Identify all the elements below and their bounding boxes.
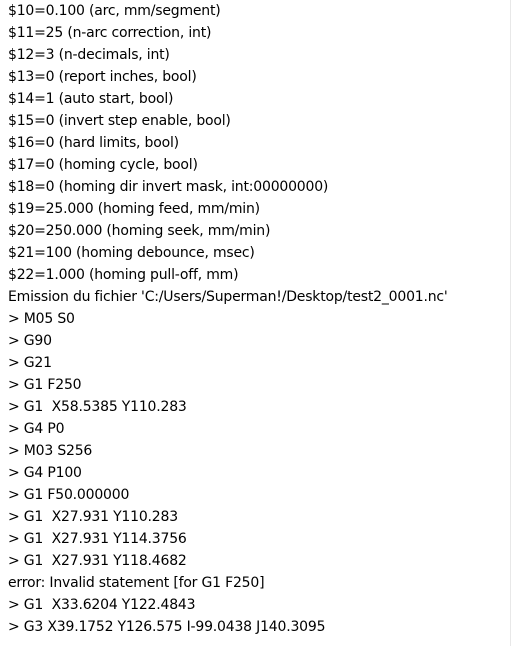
console-line: > G3 X39.1752 Y126.575 I-99.0438 J140.30…: [8, 619, 326, 635]
console-line: > G1 F50.000000: [8, 487, 130, 503]
console-line: $11=25 (n-arc correction, int): [8, 25, 212, 41]
console-line: > G1 X58.5385 Y110.283: [8, 399, 187, 415]
console-line: $22=1.000 (homing pull-off, mm): [8, 267, 239, 283]
console-line: $10=0.100 (arc, mm/segment): [8, 3, 221, 19]
console-line: > M03 S256: [8, 443, 93, 459]
console-line: > G4 P0: [8, 421, 65, 437]
console-line: $13=0 (report inches, bool): [8, 69, 197, 85]
console-line: $18=0 (homing dir invert mask, int:00000…: [8, 179, 329, 195]
console-line: > M05 S0: [8, 311, 75, 327]
console-line: > G4 P100: [8, 465, 82, 481]
console-line: > G21: [8, 355, 52, 371]
console-line: $12=3 (n-decimals, int): [8, 47, 170, 63]
console-line: error: Invalid statement [for G1 F250]: [8, 575, 265, 591]
console-lines: $10=0.100 (arc, mm/segment) $11=25 (n-ar…: [8, 3, 448, 635]
console-line: > G1 F250: [8, 377, 82, 393]
console-line: > G1 X27.931 Y110.283: [8, 509, 178, 525]
console-line: > G1 X27.931 Y118.4682: [8, 553, 187, 569]
vertical-scrollbar[interactable]: [510, 0, 527, 646]
console-line: $16=0 (hard limits, bool): [8, 135, 179, 151]
console-line: $20=250.000 (homing seek, mm/min): [8, 223, 271, 239]
console-line: $19=25.000 (homing feed, mm/min): [8, 201, 260, 217]
console-output[interactable]: $10=0.100 (arc, mm/segment) $11=25 (n-ar…: [0, 0, 510, 646]
console-line: Emission du fichier 'C:/Users/Superman!/…: [8, 289, 448, 305]
console-line: $21=100 (homing debounce, msec): [8, 245, 255, 261]
console-line: $17=0 (homing cycle, bool): [8, 157, 198, 173]
console-line: $14=1 (auto start, bool): [8, 91, 174, 107]
console-line: $15=0 (invert step enable, bool): [8, 113, 231, 129]
console-line: > G90: [8, 333, 52, 349]
console-line: > G1 X27.931 Y114.3756: [8, 531, 187, 547]
console-line: > G1 X33.6204 Y122.4843: [8, 597, 196, 613]
